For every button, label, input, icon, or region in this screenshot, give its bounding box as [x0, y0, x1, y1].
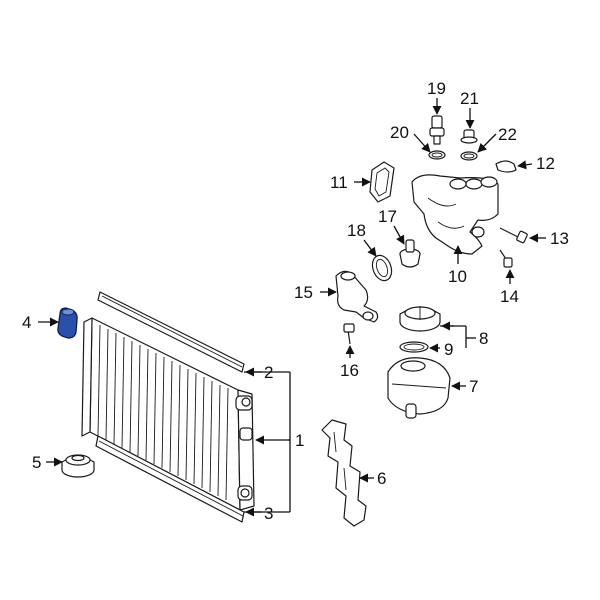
- callout-20: 20: [390, 123, 409, 142]
- outlet-bolt: [343, 323, 355, 345]
- callout-3: 3: [264, 504, 273, 523]
- callout-13: 13: [550, 229, 569, 248]
- upper-seal-strip: [97, 291, 245, 373]
- housing-plug: [460, 129, 478, 144]
- callout-4: 4: [22, 313, 31, 332]
- leader-lines: [38, 98, 546, 517]
- radiator-mount-bushing: [57, 307, 78, 339]
- lower-mount: [61, 454, 95, 478]
- mounting-bolt: [499, 249, 513, 268]
- callout-17: 17: [378, 207, 397, 226]
- callout-18: 18: [347, 221, 366, 240]
- lower-seal-strip: [95, 435, 245, 523]
- callout-16: 16: [340, 361, 359, 380]
- callout-11: 11: [330, 173, 348, 192]
- water-outlet: [335, 270, 379, 323]
- callout-5: 5: [32, 453, 41, 472]
- callout-2: 2: [264, 363, 273, 382]
- reservoir-cap: [399, 306, 441, 332]
- cap-seal: [399, 341, 429, 353]
- callout-22: 22: [498, 125, 517, 144]
- callout-10: 10: [448, 267, 467, 286]
- plug-o-ring: [460, 151, 478, 161]
- callout-15: 15: [294, 283, 313, 302]
- callout-6: 6: [377, 469, 386, 488]
- callout-1: 1: [295, 431, 304, 450]
- callout-12: 12: [536, 154, 555, 173]
- expansion-tank: [387, 357, 451, 419]
- radiator: [81, 317, 255, 511]
- thermostat-seal: [371, 254, 393, 282]
- callout-7: 7: [469, 377, 478, 396]
- temperature-sensor: [429, 115, 445, 145]
- thermostat-housing: [411, 174, 499, 255]
- callout-8: 8: [479, 329, 488, 348]
- callout-9: 9: [444, 340, 453, 359]
- callout-labels: 1 2 3 4 5 6 7 8 9 10 11 12 13 14 15 16 1…: [22, 79, 569, 523]
- retaining-clip: [495, 160, 517, 173]
- callout-21: 21: [460, 89, 479, 108]
- housing-gasket: [369, 161, 395, 203]
- callout-14: 14: [500, 287, 519, 306]
- thermostat: [399, 239, 421, 268]
- callout-19: 19: [427, 79, 446, 98]
- air-deflector: [321, 419, 367, 527]
- sensor-o-ring: [428, 150, 446, 160]
- housing-bolt: [499, 227, 528, 244]
